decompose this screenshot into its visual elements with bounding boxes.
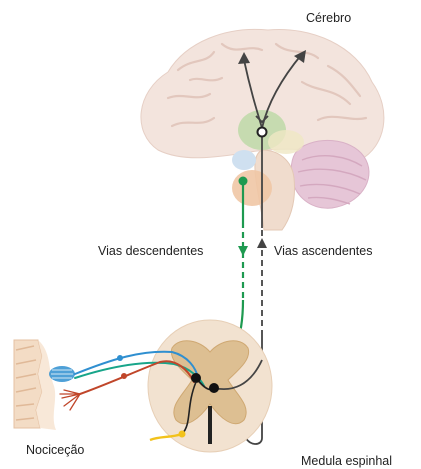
dorsal-neuron-2: [209, 383, 219, 393]
nociception-label: Nociceção: [26, 443, 84, 457]
motor-neuron-node: [179, 431, 186, 438]
nociceptor-receptor: [49, 366, 75, 382]
free-nerve-endings: [60, 390, 80, 410]
dorsal-neuron-1: [191, 373, 201, 383]
descending-pathways-label: Vias descendentes: [98, 244, 203, 258]
arrow-ascending-up: [257, 238, 267, 248]
thalamic-relay-node: [258, 128, 267, 137]
brain-label: Cérebro: [306, 11, 351, 25]
descending-origin-node: [239, 177, 248, 186]
skin-tissue: [14, 340, 56, 430]
limbic-region: [268, 130, 304, 154]
central-canal: [208, 406, 212, 444]
ganglion-red: [121, 373, 127, 379]
spinal-cord-label: Medula espinhal: [301, 454, 392, 468]
hypothalamus: [232, 150, 256, 170]
amygdala: [232, 170, 272, 206]
ganglion-blue: [117, 355, 123, 361]
cerebellum: [291, 140, 369, 208]
arrow-descending-down: [238, 246, 248, 256]
ascending-pathways-label: Vias ascendentes: [274, 244, 372, 258]
